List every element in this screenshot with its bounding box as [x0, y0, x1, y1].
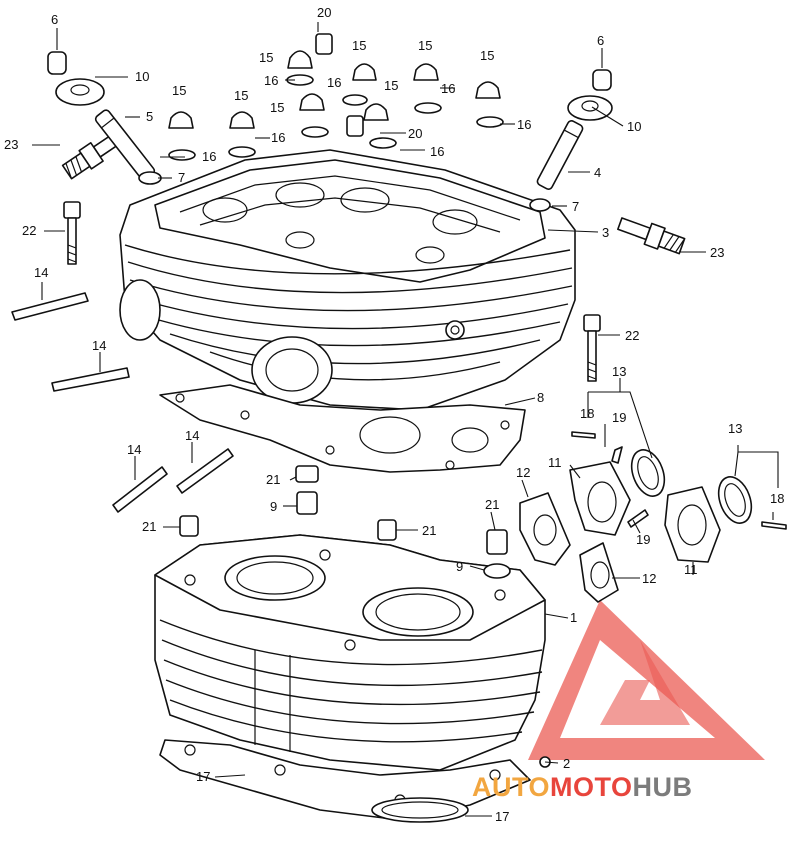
callout-12: 12: [642, 571, 656, 586]
callout-17: 17: [196, 769, 210, 784]
watermark-part-hub: HUB: [633, 772, 693, 802]
callout-16: 16: [517, 117, 531, 132]
callout-15: 15: [480, 48, 494, 63]
valve-spring-seat-left: [55, 78, 105, 106]
dowel-pins-head: [315, 33, 364, 137]
callout-15: 15: [384, 78, 398, 93]
washers: [168, 74, 504, 161]
callout-4: 4: [594, 165, 601, 180]
callout-18: 18: [580, 406, 594, 421]
cylinder-head: [119, 149, 576, 411]
callout-8: 8: [537, 390, 544, 405]
head-gasket: [159, 384, 526, 473]
callout-21: 21: [142, 519, 156, 534]
callout-3: 3: [602, 225, 609, 240]
bolt-left: [63, 201, 81, 265]
callout-13: 13: [728, 421, 742, 436]
watermark-part-auto: AUTO: [472, 772, 550, 802]
callout-6: 6: [597, 33, 604, 48]
callout-16: 16: [202, 149, 216, 164]
callout-23: 23: [4, 137, 18, 152]
o-ring-left: [138, 171, 162, 185]
callout-15: 15: [259, 50, 273, 65]
callout-16: 16: [430, 144, 444, 159]
callout-15: 15: [234, 88, 248, 103]
cap-nuts: [168, 50, 501, 129]
callout-14: 14: [34, 265, 48, 280]
callout-1: 1: [570, 610, 577, 625]
o-ring-right: [529, 198, 551, 212]
callout-16: 16: [441, 81, 455, 96]
callout-11: 11: [684, 562, 698, 577]
insulator-gasket: [519, 492, 619, 603]
callout-9: 9: [270, 499, 277, 514]
callout-14: 14: [185, 428, 199, 443]
callout-22: 22: [22, 223, 36, 238]
callout-23: 23: [710, 245, 724, 260]
small-screws: [571, 431, 787, 530]
callout-19: 19: [636, 532, 650, 547]
callout-15: 15: [172, 83, 186, 98]
dowels-cylinder: [179, 465, 511, 579]
callout-9: 9: [456, 559, 463, 574]
callout-22: 22: [625, 328, 639, 343]
valve-spring-seat-right: [567, 95, 613, 121]
callout-5: 5: [146, 109, 153, 124]
callout-labels: 6 10 5 23 7 22 14 14 14 14 21 21 9 21 21…: [4, 5, 784, 824]
carburetor-insulator: [569, 461, 721, 563]
callout-20: 20: [317, 5, 331, 20]
callout-21: 21: [422, 523, 436, 538]
callout-16: 16: [271, 130, 285, 145]
studs: [11, 292, 234, 513]
callout-20: 20: [408, 126, 422, 141]
spark-plug-right: [617, 217, 686, 255]
callout-11: 11: [548, 455, 562, 470]
leader-lines: [32, 22, 779, 817]
valve-seal-right: [592, 69, 612, 91]
callout-12: 12: [516, 465, 530, 480]
callout-14: 14: [127, 442, 141, 457]
callout-15: 15: [418, 38, 432, 53]
bolt-right: [583, 314, 601, 382]
callout-2: 2: [563, 756, 570, 771]
callout-17: 17: [495, 809, 509, 824]
callout-10: 10: [627, 119, 641, 134]
hose-clamps: [630, 449, 753, 524]
watermark-logo-mark: [528, 600, 765, 760]
callout-10: 10: [135, 69, 149, 84]
callout-7: 7: [178, 170, 185, 185]
svg-text:AUTOMOTOHUB: AUTOMOTOHUB: [472, 772, 693, 802]
callout-15: 15: [352, 38, 366, 53]
callout-7: 7: [572, 199, 579, 214]
callout-21: 21: [485, 497, 499, 512]
cylinder-block: [154, 534, 546, 771]
callout-6: 6: [51, 12, 58, 27]
callout-18: 18: [770, 491, 784, 506]
callout-16: 16: [327, 75, 341, 90]
callout-16: 16: [264, 73, 278, 88]
callout-13: 13: [612, 364, 626, 379]
callout-19: 19: [612, 410, 626, 425]
valve-guide-right: [536, 120, 584, 190]
callout-21: 21: [266, 472, 280, 487]
valve-seal-left: [47, 51, 67, 75]
callout-15: 15: [270, 100, 284, 115]
watermark-wordmark: AUTOMOTOHUB: [472, 772, 693, 802]
watermark-part-moto: MOTO: [550, 772, 633, 802]
callout-14: 14: [92, 338, 106, 353]
